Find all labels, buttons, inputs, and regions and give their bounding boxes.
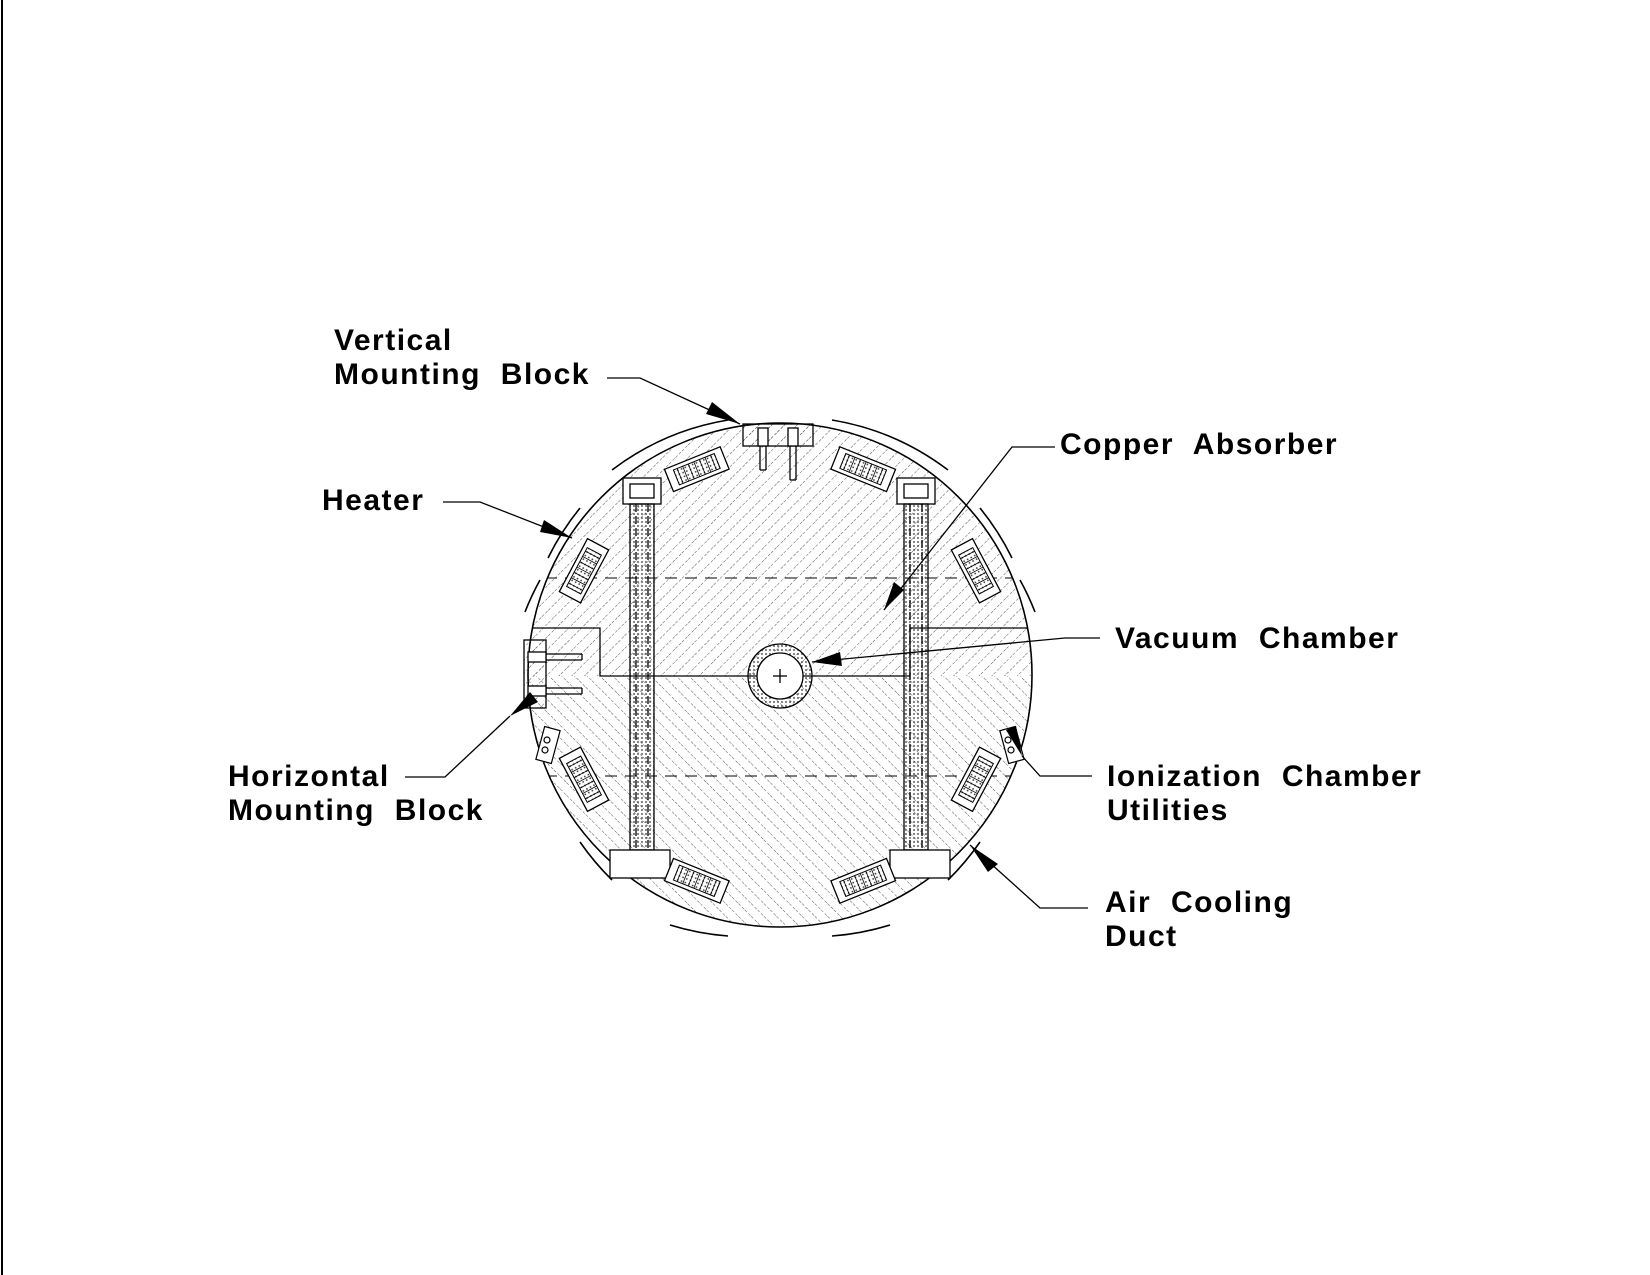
label-line: Duct bbox=[1105, 920, 1178, 953]
label-line: Copper Absorber bbox=[1060, 428, 1339, 461]
leader-air-cooling-duct bbox=[969, 844, 1088, 909]
label-copper-absorber: Copper Absorber bbox=[1060, 428, 1338, 462]
heater bbox=[663, 857, 730, 905]
leader-vacuum-chamber bbox=[811, 637, 1100, 663]
label-ionization-chamber-utilities: Ionization Chamber Utilities bbox=[1107, 760, 1422, 828]
label-vertical-mounting-block: Vertical Mounting Block bbox=[334, 324, 590, 392]
ionization-chamber-utilities bbox=[535, 725, 1025, 765]
leader-copper-absorber bbox=[883, 446, 1055, 611]
label-line: Vertical bbox=[334, 324, 453, 357]
label-air-cooling-duct: Air Cooling Duct bbox=[1105, 886, 1293, 954]
leader-horizontal-mounting-block bbox=[405, 715, 511, 778]
label-line: Ionization Chamber bbox=[1107, 760, 1423, 793]
tie-rod-left bbox=[609, 477, 671, 879]
leader-heater bbox=[443, 501, 573, 539]
heater bbox=[663, 445, 730, 493]
leader-vertical-mounting-block bbox=[607, 377, 741, 425]
label-line: Vacuum Chamber bbox=[1115, 622, 1400, 655]
heater bbox=[830, 445, 897, 493]
label-line: Air Cooling bbox=[1105, 886, 1294, 919]
leader-ionization-chamber-utilities bbox=[1021, 755, 1092, 777]
heater bbox=[830, 857, 897, 905]
label-line: Utilities bbox=[1107, 794, 1229, 827]
vacuum-chamber bbox=[747, 643, 813, 709]
label-line: Heater bbox=[322, 484, 425, 517]
heater bbox=[558, 746, 610, 813]
heater-group bbox=[558, 445, 1002, 905]
label-horizontal-mounting-block: Horizontal Mounting Block bbox=[228, 760, 484, 828]
label-line: Mounting Block bbox=[334, 358, 590, 391]
heater bbox=[950, 746, 1002, 813]
heater bbox=[950, 537, 1002, 604]
label-line: Mounting Block bbox=[228, 794, 484, 827]
label-vacuum-chamber: Vacuum Chamber bbox=[1115, 622, 1399, 656]
label-heater: Heater bbox=[322, 484, 424, 518]
tie-rod-right bbox=[889, 477, 951, 879]
horizontal-mounting-block bbox=[523, 639, 583, 709]
vertical-mounting-block bbox=[742, 423, 814, 481]
heater bbox=[558, 537, 610, 604]
leader-arrowheads bbox=[510, 402, 1022, 872]
label-line: Horizontal bbox=[228, 760, 390, 793]
